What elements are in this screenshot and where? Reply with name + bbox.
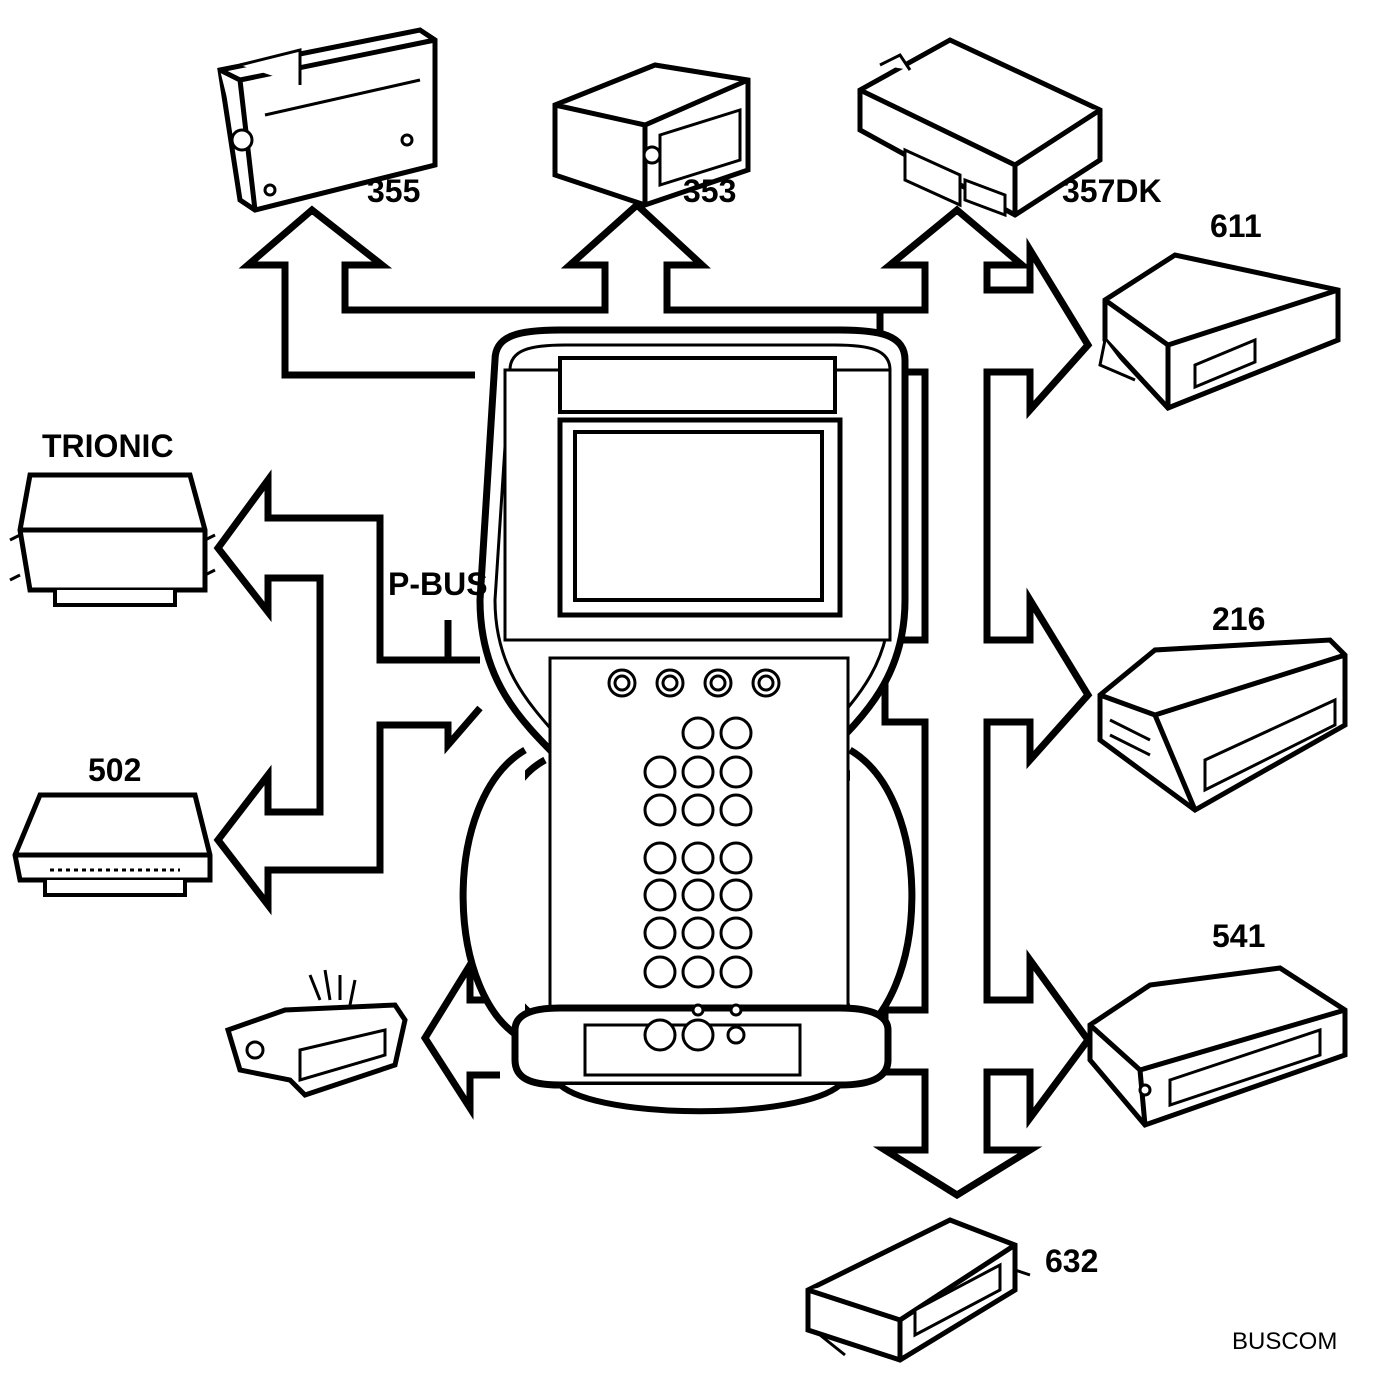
function-key-inner <box>709 674 727 692</box>
keypad-key <box>681 1018 715 1052</box>
label-502: 502 <box>88 752 142 788</box>
label-353: 353 <box>683 173 737 209</box>
arrow-to-obd <box>420 952 500 1120</box>
keypad-key <box>643 1018 677 1052</box>
module-353 <box>552 62 751 208</box>
obd-connector <box>224 969 408 1098</box>
label-355: 355 <box>367 173 421 209</box>
keypad-key <box>681 755 715 789</box>
keypad-key <box>643 878 677 912</box>
label-216: 216 <box>1212 601 1266 637</box>
keypad-key <box>681 955 715 989</box>
label-pbus: P-BUS <box>388 566 488 602</box>
arrow-to-trionic <box>213 469 483 916</box>
bus-arrows <box>238 200 1093 1200</box>
module-632 <box>805 1217 1031 1363</box>
keypad-key <box>719 755 753 789</box>
function-key-inner <box>613 674 631 692</box>
module-357dk <box>857 37 1103 218</box>
keypad-key <box>719 716 753 750</box>
keypad-key <box>719 916 753 950</box>
keypad-small-key <box>729 1003 743 1017</box>
module-trionic <box>9 472 216 607</box>
label-541: 541 <box>1212 918 1266 954</box>
keypad-key <box>719 955 753 989</box>
diagnostic-tool <box>459 326 916 1115</box>
keypad-key <box>726 1025 746 1045</box>
keypad-key <box>643 841 677 875</box>
module-541 <box>1087 965 1348 1128</box>
keypad-small-key <box>691 1003 705 1017</box>
keypad-key <box>643 755 677 789</box>
module-502 <box>12 792 213 897</box>
keypad-key <box>719 841 753 875</box>
module-611 <box>1098 252 1341 411</box>
function-key-inner <box>661 674 679 692</box>
label-611: 611 <box>1210 208 1262 244</box>
module-355 <box>217 27 438 213</box>
keypad-key <box>681 793 715 827</box>
keypad-key <box>643 793 677 827</box>
arrow-to-355 <box>238 200 1093 1200</box>
keypad-key <box>681 878 715 912</box>
label-357dk: 357DK <box>1062 173 1162 209</box>
function-key-inner <box>757 674 775 692</box>
pbus-arrows <box>213 469 500 1120</box>
keypad-key <box>681 916 715 950</box>
module-216 <box>1097 637 1348 813</box>
keypad-key <box>681 841 715 875</box>
keypad-key <box>681 716 715 750</box>
keypad-key <box>643 955 677 989</box>
keypad-key <box>643 916 677 950</box>
keypad <box>607 668 781 1052</box>
label-trionic: TRIONIC <box>42 428 174 464</box>
figure-tag: BUSCOM <box>1232 1328 1338 1355</box>
keypad-key <box>719 878 753 912</box>
label-632: 632 <box>1045 1243 1099 1279</box>
keypad-key <box>719 793 753 827</box>
